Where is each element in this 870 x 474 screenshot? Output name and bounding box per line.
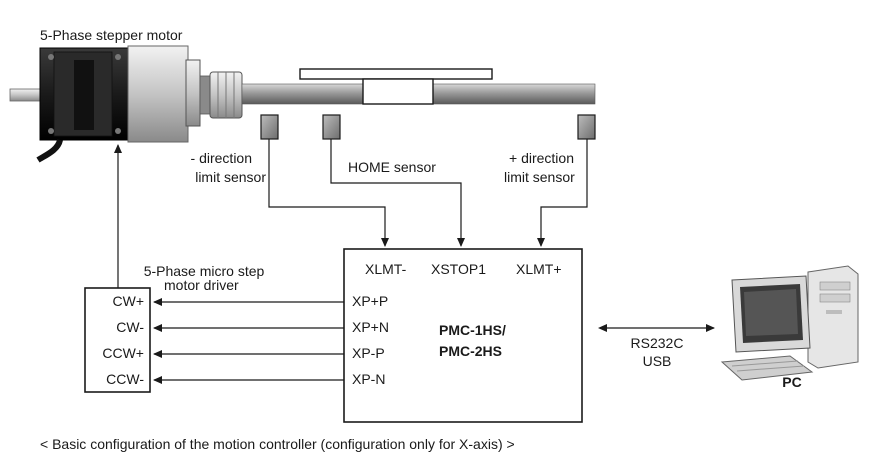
plus-sensor-label-1: + direction (509, 150, 574, 166)
plus-limit-sensor-icon (577, 114, 596, 140)
driver-box (84, 287, 151, 393)
diagram-caption: < Basic configuration of the motion cont… (40, 436, 515, 452)
driver-terminal-ccw-minus: CCW- (106, 371, 144, 387)
input-xlmt-minus: XLMT- (365, 261, 407, 277)
input-xstop1: XSTOP1 (431, 261, 486, 277)
controller-name-2: PMC-2HS (439, 343, 502, 359)
link-label-1: RS232C (631, 335, 684, 351)
output-xp-minus-n: XP-N (352, 371, 385, 387)
pc-icon (720, 265, 859, 381)
driver-terminal-cw-minus: CW- (116, 319, 144, 335)
minus-sensor-wire (268, 139, 389, 247)
link-label-2: USB (643, 353, 672, 369)
output-xp-plus-p: XP+P (352, 293, 388, 309)
home-sensor-label: HOME sensor (348, 159, 436, 175)
driver-title-1: 5-Phase micro step (144, 263, 265, 279)
output-xp-plus-n: XP+N (352, 319, 389, 335)
controller-box (343, 248, 583, 423)
minus-sensor-label-2: limit sensor (195, 169, 266, 185)
minus-sensor-label-1: - direction (191, 150, 252, 166)
pc-label: PC (782, 374, 801, 390)
driver-terminal-cw-plus: CW+ (113, 293, 145, 309)
home-sensor-icon (322, 114, 341, 140)
plus-sensor-label-2: limit sensor (504, 169, 575, 185)
plus-sensor-wire (537, 139, 588, 247)
minus-limit-sensor-icon (260, 114, 279, 140)
driver-terminal-ccw-plus: CCW+ (102, 345, 144, 361)
stepper-motor-icon (9, 45, 243, 163)
controller-name-1: PMC-1HS/ (439, 322, 506, 338)
input-xlmt-plus: XLMT+ (516, 261, 562, 277)
driver-title-2: motor driver (164, 277, 239, 293)
output-xp-minus-p: XP-P (352, 345, 385, 361)
motor-label: 5-Phase stepper motor (40, 27, 183, 43)
linear-stage (299, 68, 493, 105)
home-sensor-wire (330, 139, 465, 247)
